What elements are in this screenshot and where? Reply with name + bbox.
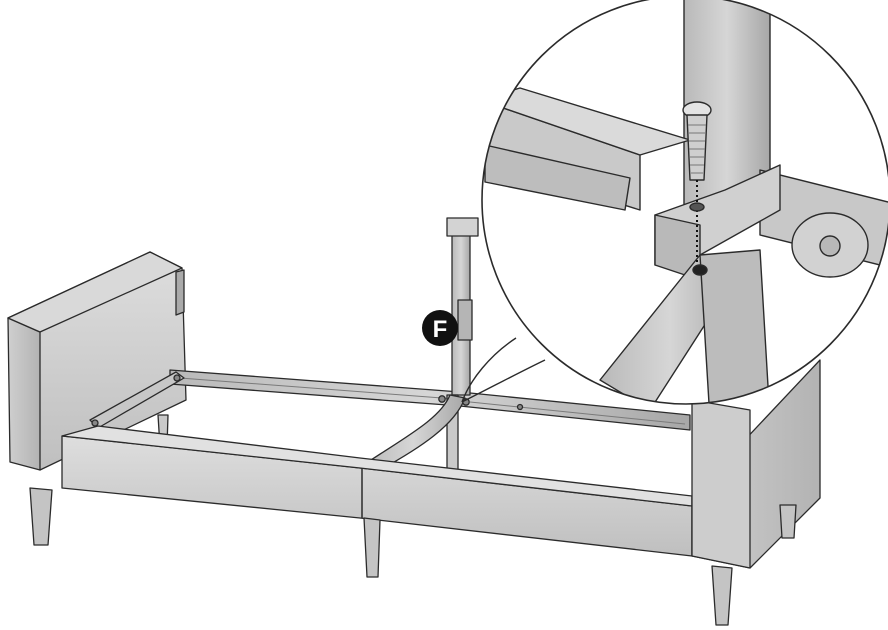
curved-brace <box>361 394 466 471</box>
callout-label: F <box>433 316 448 343</box>
leg-back-right <box>779 504 797 539</box>
zoom-callout <box>461 0 888 405</box>
callout-pointer <box>461 337 517 403</box>
bracket-left <box>175 269 185 316</box>
badge-circle <box>422 310 458 346</box>
left-armrest <box>7 251 187 471</box>
nut-icon <box>819 235 841 257</box>
callout-badge-f: F <box>422 310 458 346</box>
screw-icon <box>682 101 712 181</box>
sofa-frame <box>7 217 821 626</box>
zoom-detail <box>482 0 888 404</box>
leg-front-left <box>29 487 53 546</box>
leg-front-right <box>711 565 733 626</box>
leg-front-middle <box>363 517 381 578</box>
